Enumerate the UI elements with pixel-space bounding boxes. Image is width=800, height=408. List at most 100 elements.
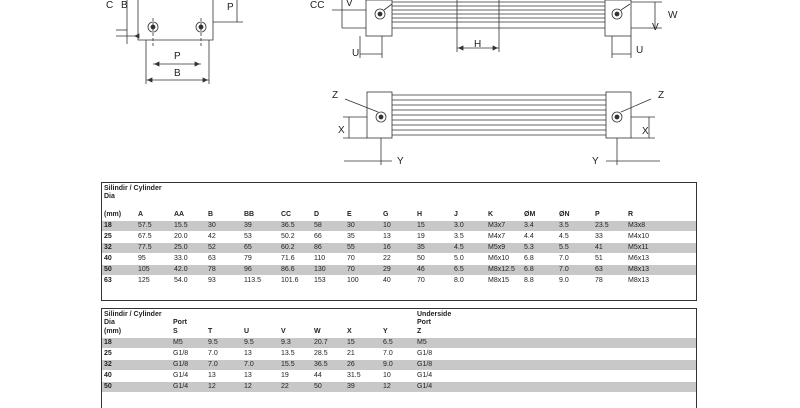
table-cell: M8x13 [628,277,650,284]
table-cell: 20.0 [174,233,188,240]
row-header-cell: 18 [104,339,112,346]
table-cell: 5.3 [524,244,534,251]
table-cell: M4x10 [628,233,650,240]
table-cell: AA [174,211,185,218]
table-cell: 7.0 [383,350,393,357]
table-cell: 6.5 [383,339,393,346]
table-cell: 70 [347,255,355,262]
table-cell: 15.5 [174,222,188,229]
table-cell: 96 [244,266,252,273]
table-cell: 50.2 [281,233,295,240]
table-cell: 39 [347,383,355,390]
table-cell: 5.5 [559,244,569,251]
dim-label: B [174,68,181,79]
table-title: Silindir / Cylinder [104,185,162,192]
table-cell: D [314,211,320,218]
table-cell: 52 [208,244,216,251]
table-cell: T [208,328,213,335]
table-cell: 35 [417,244,425,251]
table-cell: M6x13 [628,255,650,262]
table-cell: 51 [595,255,603,262]
row-header-cell: 32 [104,361,112,368]
dim-label: Y [592,156,599,167]
table-cell: W [314,328,321,335]
table-cell: 7.0 [559,266,569,273]
table-cell: 13 [383,233,391,240]
table-cell: J [454,211,458,218]
table-cell: 12 [244,383,252,390]
table-cell: 30 [208,222,216,229]
table-cell: 4.5 [559,233,569,240]
table-cell: 93 [208,277,216,284]
table-cell: 6.5 [454,266,464,273]
table-cell: 7.0 [244,361,254,368]
table-cell: M4x7 [488,233,506,240]
table-cell: 20.7 [314,339,328,346]
table-cell: M6x10 [488,255,510,262]
table-cell: M5x11 [628,244,649,251]
port-label: Port [173,319,187,326]
table-cell: 23.5 [595,222,609,229]
side-view [332,0,662,58]
table-cell: 4.4 [524,233,534,240]
table-cell: 50 [417,255,425,262]
table-cell: K [488,211,494,218]
table-cell: 16 [383,244,391,251]
table-cell: 6.8 [524,266,534,273]
table-cell: 3.0 [454,222,464,229]
table-cell: 42.0 [174,266,188,273]
table-subtitle: Dia [104,319,115,326]
table-cell: M3x8 [628,222,646,229]
table-cell: X [347,328,352,335]
table-cell: S [173,328,178,335]
table-cell: 22 [281,383,289,390]
table-cell: 71.6 [281,255,295,262]
table-cell: 9.0 [383,361,393,368]
dim-label: V [346,0,353,9]
dim-label: C [106,0,113,11]
table-cell: M5 [417,339,427,346]
table-cell: 9.5 [208,339,218,346]
table-cell: 33 [595,233,603,240]
table-cell: 100 [347,277,359,284]
table-cell: 70 [347,266,355,273]
table-cell: 10 [383,222,391,229]
dim-label: V [652,22,659,33]
dim-label: H [474,39,481,50]
dim-label: B [121,0,128,11]
underside-port-label: Port [417,319,431,326]
table-cell: 8.0 [454,277,464,284]
table-cell: 54.0 [174,277,188,284]
table-cell: B [208,211,214,218]
table-title: Silindir / Cylinder [104,311,162,318]
table-cell: G1/4 [417,383,433,390]
table-cell: 66 [314,233,322,240]
table-cell: 67.5 [138,233,152,240]
table-cell: G1/8 [173,361,189,368]
table-cell: G1/8 [173,350,189,357]
table-cell: G [383,211,389,218]
table-cell: 57.5 [138,222,152,229]
table-cell: CC [281,211,292,218]
table-cell: V [281,328,286,335]
table-cell: ØN [559,211,570,218]
dim-label: U [352,48,359,59]
technical-drawings: C B P P B CC V W V U H U Z Z X X Y Y [106,0,678,167]
table-cell: 78 [208,266,216,273]
table-cell: 53 [244,233,252,240]
table-cell: P [595,211,600,218]
table-cell: 12 [383,383,391,390]
table-cell: G1/8 [417,361,433,368]
row-header-cell: 25 [104,350,112,357]
table-cell: 9.0 [559,277,569,284]
table-cell: 60.2 [281,244,295,251]
table-cell: 110 [314,255,326,262]
row-header-cell: 63 [104,277,112,284]
table-cell: 6.8 [524,255,534,262]
table-cell: 7.0 [208,361,218,368]
table-cell: 101.6 [281,277,299,284]
